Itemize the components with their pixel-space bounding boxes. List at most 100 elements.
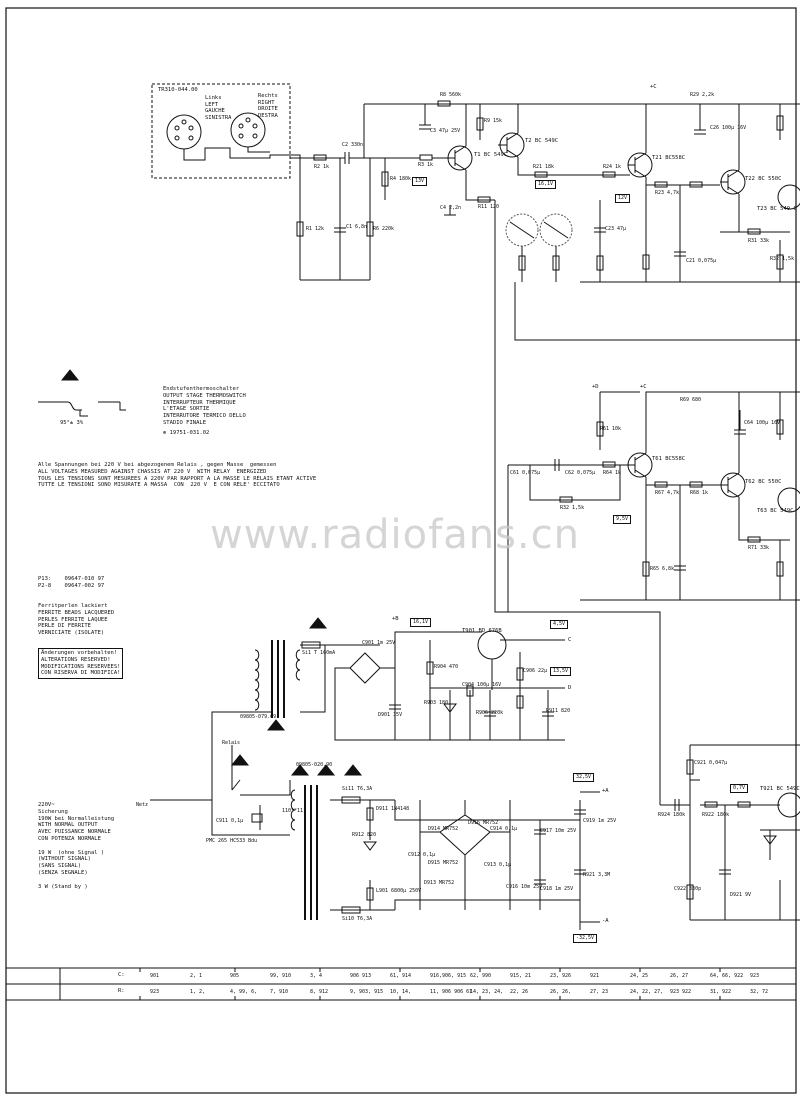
table-r-cell: 923	[150, 989, 160, 995]
warning-triangle-thermal	[60, 369, 80, 381]
component-label: D911 1N4148	[376, 806, 410, 812]
table-r-cell: 11, 906 906 61	[430, 989, 473, 995]
table-r-cell: 26, 26,	[550, 989, 572, 995]
bridge-rectifier-gl901	[349, 652, 381, 684]
component-label: R1 12k	[306, 226, 325, 232]
warning-triangle-psu3	[316, 764, 336, 776]
rail-minus-a: -A	[602, 918, 609, 924]
netz-label: Netz	[136, 802, 149, 808]
rail-plus-c-top: +C	[650, 84, 657, 90]
resistor-r9	[476, 117, 484, 131]
component-label: R4 180k	[390, 176, 412, 182]
voltage-tag: 13,5V	[550, 667, 572, 676]
component-label: D914 MR752	[428, 826, 459, 832]
input-left-labels: Links LEFT GAUCHE SINISTRA	[205, 95, 232, 121]
fuse-si1	[301, 641, 321, 649]
table-c-cell: 921	[590, 973, 600, 979]
table-r-cell: 4, 99, 6,	[230, 989, 258, 995]
component-label: C918 1m 25V	[540, 886, 574, 892]
label-t901: T901 BD 676B	[462, 628, 502, 634]
component-label: C901 1m 25V	[362, 640, 396, 646]
component-label: R31 33k	[748, 238, 770, 244]
label-t1: T1 BC 549C	[474, 152, 508, 158]
table-row-r-label: R:	[118, 988, 125, 994]
component-label: C917 10m 25V	[540, 828, 577, 834]
rail-d: D	[568, 685, 572, 691]
fuse-si11	[341, 796, 361, 804]
component-label: R922 180k	[702, 812, 730, 818]
component-label: C916 10m 25V	[506, 884, 543, 890]
table-c-cell: 901	[150, 973, 160, 979]
table-r-cell: 8, 912	[310, 989, 329, 995]
warning-triangle-psu4	[343, 764, 363, 776]
component-label: R29 2,2k	[690, 92, 715, 98]
component-label: R68 1k	[690, 490, 709, 496]
voltage-tag: 16,1V	[410, 618, 432, 627]
table-c-cell: 2, 1	[190, 973, 203, 979]
component-label: R904 470	[434, 664, 459, 670]
component-label: C912 0,1μ	[408, 852, 436, 858]
voltage-tag: 9,5V	[613, 515, 632, 524]
table-r-cell: 27, 23	[590, 989, 609, 995]
fuse-rating: 110°*11°	[282, 808, 307, 814]
label-t22: T22 BC 550C	[745, 176, 782, 182]
component-label: R9 15k	[484, 118, 503, 124]
transformer-part: 09805-079.09	[240, 714, 277, 720]
fuse-label: Si1 T 160mA	[302, 650, 336, 656]
component-label: D921 9V	[730, 892, 752, 898]
pcb-refs: P13: 09647-010 97 P2-8 09647-002 97	[38, 576, 105, 589]
table-c-cell: 923	[750, 973, 760, 979]
warning-triangle-psu5	[266, 719, 286, 731]
table-r-cell: 22, 26	[510, 989, 529, 995]
table-c-cell: 61, 914	[390, 973, 412, 979]
component-label: R6 220k	[373, 226, 395, 232]
rail-c: C	[568, 637, 572, 643]
ferrite-note: Ferritperlen lackiert FERRITE BEADS LACQ…	[38, 603, 115, 637]
table-c-cell: 62, 990	[470, 973, 492, 979]
component-label: C1 6,8n	[346, 224, 368, 230]
resistor-r21	[534, 171, 548, 178]
voltage-tag: -32,5V	[573, 934, 598, 943]
thermal-note: Endstufenthermoschalter OUTPUT STAGE THE…	[163, 386, 246, 426]
label-t2: T2 BC 549C	[525, 138, 559, 144]
component-label: R903 180	[424, 700, 449, 706]
warning-triangle-relais	[230, 754, 250, 766]
table-r-cell: 32, 72	[750, 989, 769, 995]
table-c-cell: 916,906, 915	[430, 973, 467, 979]
rail-plus-d: +D	[592, 384, 599, 390]
table-r-cell: 1, 2,	[190, 989, 206, 995]
component-label: C914 0,1μ	[490, 826, 518, 832]
transistor-t23	[777, 184, 800, 210]
component-label: C26 100μ 16V	[710, 125, 747, 131]
table-r-cell: 923 922	[670, 989, 692, 995]
resistor-r11	[477, 196, 491, 203]
component-label: C21 0,075μ	[686, 258, 717, 264]
component-label: D901 15V	[378, 712, 403, 718]
component-label: R924 180k	[658, 812, 686, 818]
component-label: R32 1,5k	[560, 505, 585, 511]
component-label: C2 330n	[342, 142, 364, 148]
table-r-cell: 9, 903, 915	[350, 989, 384, 995]
voltage-tag: 4,5V	[550, 620, 569, 629]
component-label: R912 820	[352, 832, 377, 838]
rail-plus-c-mid: +C	[640, 384, 647, 390]
resistor-r4	[381, 171, 389, 187]
component-label: R67 4,7k	[655, 490, 680, 496]
transistor-t901	[477, 630, 507, 660]
transistor-t63	[777, 487, 800, 513]
component-label: C913 0,1μ	[484, 862, 512, 868]
component-label: C4 2,2n	[440, 205, 462, 211]
voltage-tag: 0,7V	[730, 784, 749, 793]
changes-note: Änderungen vorbehalten! ALTERATIONS RESE…	[38, 648, 124, 680]
input-box-part: TR310-044.00	[158, 87, 198, 93]
label-t62: T62 BC 550C	[745, 479, 782, 485]
label-t61: T61 BC558C	[652, 456, 686, 462]
fuse-label: Si11 T6,3A	[342, 786, 373, 792]
voltage-tag: 16,1V	[535, 180, 557, 189]
transformer2-part: 09805-020.90	[296, 762, 333, 768]
warning-triangle-psu2	[290, 764, 310, 776]
component-label: R64 1k	[603, 470, 622, 476]
table-c-cell: 905	[230, 973, 240, 979]
resistor-r3	[419, 154, 433, 161]
pmc-label: PMC 265 HC533 Bdu	[206, 838, 258, 844]
